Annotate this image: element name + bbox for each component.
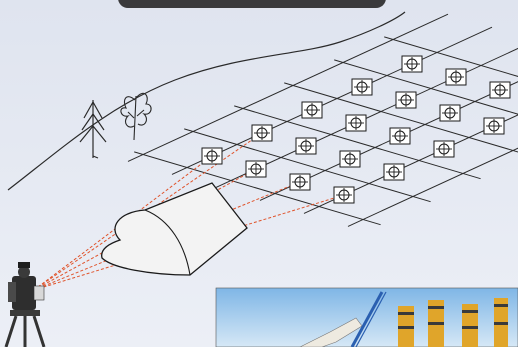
survey-target-icon	[346, 115, 366, 131]
survey-target-icon	[340, 151, 360, 167]
survey-target-icon	[302, 102, 322, 118]
survey-target-icon	[446, 69, 466, 85]
survey-target-icon	[390, 128, 410, 144]
survey-target-icon	[290, 174, 310, 190]
survey-target-icon	[490, 82, 510, 98]
survey-target-icon	[296, 138, 316, 154]
survey-target-icon	[352, 79, 372, 95]
survey-target-icon	[434, 141, 454, 157]
construction-cranes-photo	[216, 288, 518, 347]
survey-target-icon	[252, 125, 272, 141]
top-bar	[118, 0, 386, 8]
survey-target-icon	[440, 105, 460, 121]
survey-target-icon	[246, 161, 266, 177]
survey-target-icon	[202, 148, 222, 164]
survey-target-icon	[402, 56, 422, 72]
survey-target-icon	[384, 164, 404, 180]
survey-target-icon	[334, 187, 354, 203]
survey-target-icon	[396, 92, 416, 108]
survey-target-icon	[484, 118, 504, 134]
